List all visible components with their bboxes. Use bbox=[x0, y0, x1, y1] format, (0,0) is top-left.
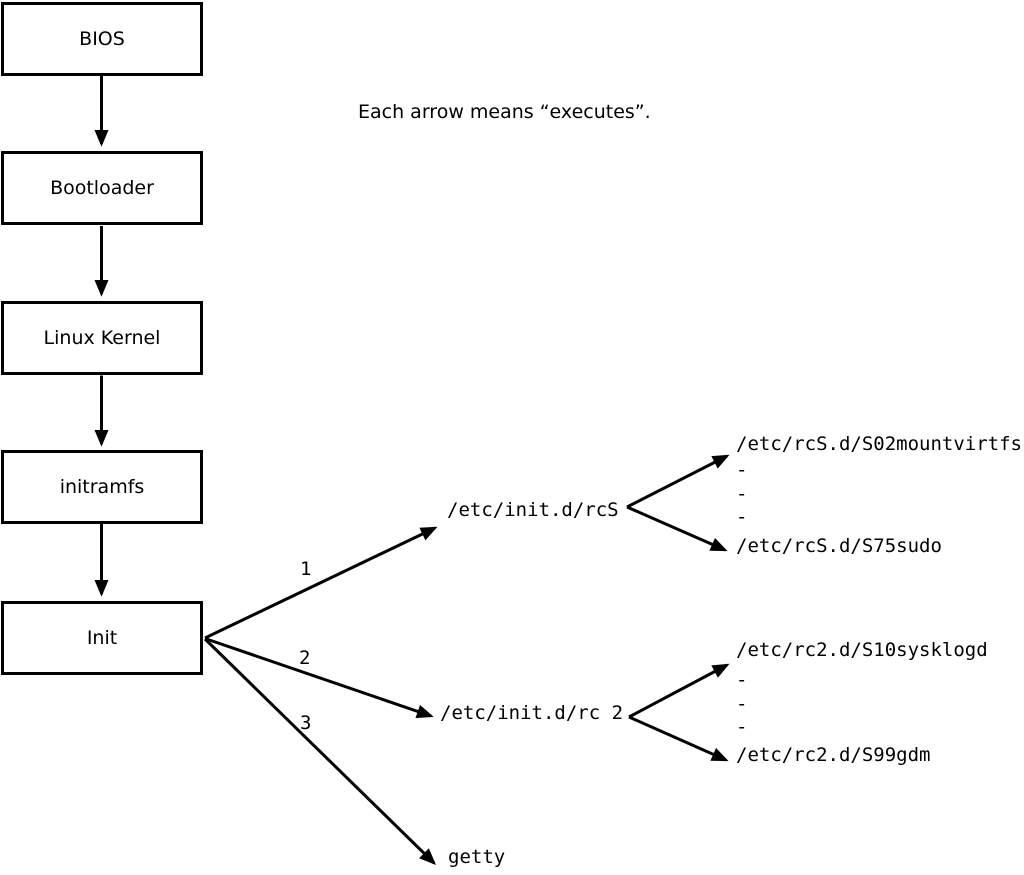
script-label-rcs: /etc/init.d/rcS bbox=[447, 499, 619, 521]
script-label-s10sysklogd: /etc/rc2.d/S10sysklogd bbox=[736, 639, 988, 661]
ellipsis-dash: - bbox=[736, 459, 748, 481]
ellipsis-dash: - bbox=[736, 669, 748, 691]
ellipsis-dash: - bbox=[736, 693, 748, 715]
branch-order-2: 2 bbox=[299, 647, 311, 669]
script-label-s75sudo: /etc/rcS.d/S75sudo bbox=[736, 535, 942, 557]
flow-node-init-label: Init bbox=[86, 627, 118, 649]
arrow-rcs-to-last-script bbox=[626, 505, 728, 552]
branch-order-1: 1 bbox=[300, 558, 312, 580]
script-label-getty: getty bbox=[448, 846, 506, 868]
ellipsis-dash: - bbox=[736, 716, 748, 738]
flow-node-bootloader-label: Bootloader bbox=[50, 177, 154, 199]
flow-node-linux-kernel: Linux Kernel bbox=[1, 301, 203, 375]
flow-node-initramfs-label: initramfs bbox=[59, 476, 145, 498]
arrow-init-to-rc2 bbox=[204, 637, 434, 719]
ellipsis-dash: - bbox=[736, 483, 748, 505]
flow-node-initramfs: initramfs bbox=[1, 450, 203, 524]
arrow-init-to-rcs bbox=[204, 526, 438, 640]
arrow-rc2-to-last-script bbox=[628, 715, 729, 762]
branch-order-3: 3 bbox=[300, 712, 312, 734]
arrow-rc2-to-first-script bbox=[628, 663, 730, 719]
flow-node-linux-kernel-label: Linux Kernel bbox=[43, 327, 161, 349]
script-label-rc2: /etc/init.d/rc 2 bbox=[440, 702, 624, 724]
ellipsis-dash: - bbox=[736, 506, 748, 528]
flow-node-bootloader: Bootloader bbox=[1, 151, 203, 225]
arrow-rcs-to-first-script bbox=[626, 454, 730, 509]
diagram-caption: Each arrow means “executes”. bbox=[358, 101, 651, 123]
script-label-s02mountvirtfs: /etc/rcS.d/S02mountvirtfs bbox=[736, 433, 1022, 455]
script-label-s99gdm: /etc/rc2.d/S99gdm bbox=[736, 744, 931, 766]
flow-node-bios-label: BIOS bbox=[79, 28, 125, 50]
flow-node-bios: BIOS bbox=[1, 2, 203, 76]
arrow-init-to-getty bbox=[203, 637, 437, 865]
flow-node-init: Init bbox=[1, 601, 203, 675]
